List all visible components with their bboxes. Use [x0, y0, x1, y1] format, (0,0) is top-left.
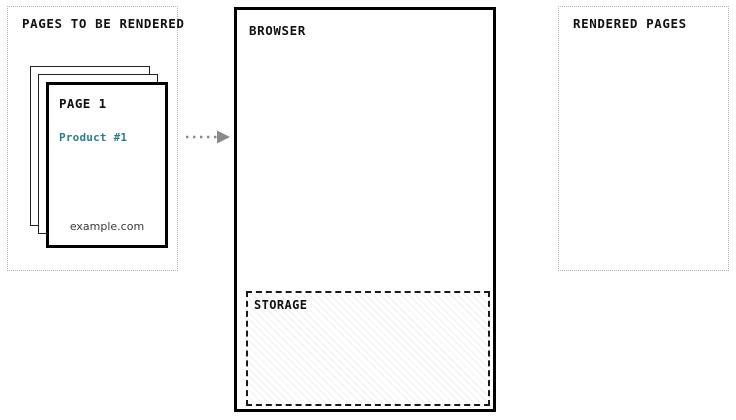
page-card-product: Product #1: [59, 131, 128, 144]
rendered-pages-title: RENDERED PAGES: [573, 16, 687, 31]
page-card-stack[interactable]: PAGE 1 Product #1 example.com: [30, 66, 168, 248]
browser-storage-title: STORAGE: [254, 298, 308, 312]
browser-panel[interactable]: BROWSER STORAGE: [234, 7, 496, 412]
page-card-front[interactable]: PAGE 1 Product #1 example.com: [46, 82, 168, 248]
rendered-pages-zone: RENDERED PAGES: [558, 6, 729, 271]
pending-pages-title: PAGES TO BE RENDERED: [22, 16, 185, 31]
page-card-title: PAGE 1: [59, 96, 107, 111]
dotted-flow-arrow: [186, 126, 232, 148]
browser-panel-title: BROWSER: [249, 23, 306, 38]
page-card-domain: example.com: [69, 220, 145, 233]
pending-pages-zone: PAGES TO BE RENDERED PAGE 1 Product #1 e…: [7, 6, 184, 271]
browser-storage-area[interactable]: STORAGE: [246, 291, 490, 406]
